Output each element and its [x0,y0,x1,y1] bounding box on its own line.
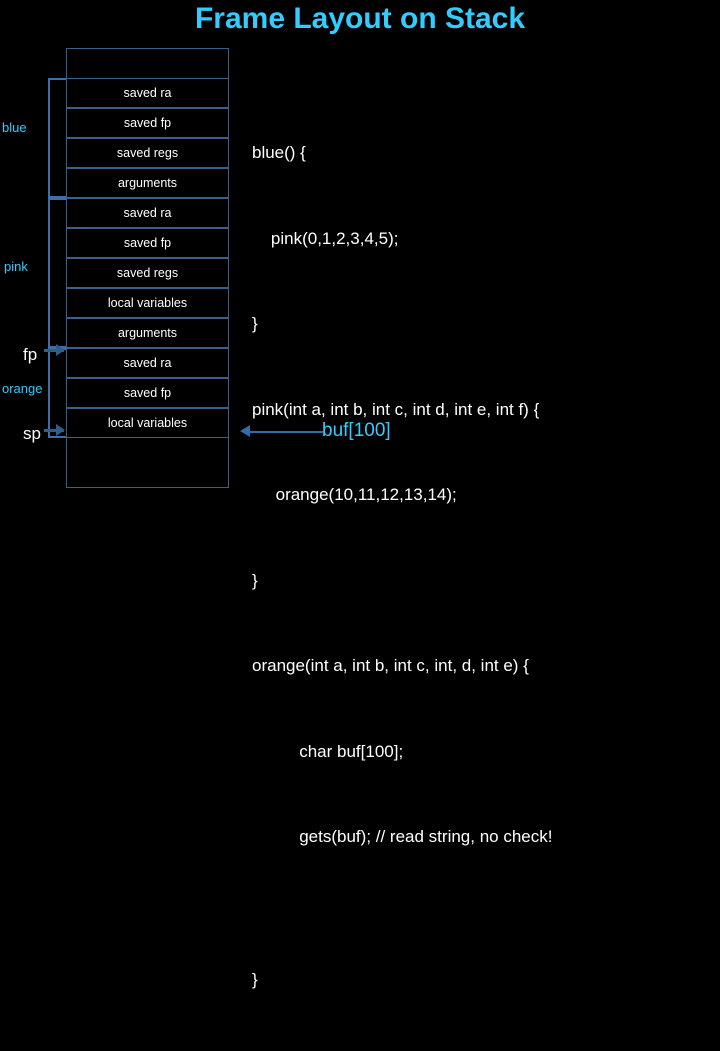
code-line-5: orange(10,11,12,13,14); [252,485,457,504]
stack-cell-arguments-blue: arguments [66,168,229,198]
stack-cell-saved-fp-blue: saved fp [66,108,229,138]
code-line-2: pink(0,1,2,3,4,5); [252,228,399,248]
buf-annotation-label: buf[100] [322,420,391,441]
code-line-8: char buf[100]; [252,741,404,761]
pointer-arrow-head-sp [56,424,65,436]
frame-label-blue: blue [2,120,27,135]
stack-cell-saved-regs-blue: saved regs [66,138,229,168]
code-line-7: orange(int a, int b, int c, int, d, int … [252,656,529,675]
frame-bracket-pink [48,198,66,348]
stack-cell-saved-ra-blue: saved ra [66,78,229,108]
buf-annotation-line [248,431,323,433]
page-title: Frame Layout on Stack [194,2,526,35]
stack-cell-local-variables-orange: local variables [66,408,229,438]
pointer-arrow-line-sp [44,429,64,432]
pointer-arrow-head-fp [56,344,65,356]
stack-cell-local-variables-pink: local variables [66,288,229,318]
frame-bracket-blue [48,78,66,198]
stack-column [66,48,229,488]
pointer-label-sp: sp [23,424,41,443]
buf-annotation-arrow-icon [240,425,250,437]
stack-cell-saved-ra-orange: saved ra [66,348,229,378]
stack-cell-saved-regs-pink: saved regs [66,258,229,288]
code-line-1: blue() { [252,143,306,162]
stack-cell-saved-ra-pink: saved ra [66,198,229,228]
code-listing: blue() { pink(0,1,2,3,4,5); } pink(int a… [252,82,718,1051]
code-line-6: } [252,570,258,590]
stack-cell-saved-fp-pink: saved fp [66,228,229,258]
code-line-4: pink(int a, int b, int c, int d, int e, … [252,399,540,419]
stack-cell-saved-fp-orange: saved fp [66,378,229,408]
pointer-arrow-line-fp [44,349,64,352]
code-line-11: } [252,969,258,989]
code-line-3: } [252,314,258,333]
pointer-label-fp: fp [23,345,38,364]
frame-label-pink: pink [4,259,28,274]
slide-root: Frame Layout on Stack saved ra saved fp … [2,2,552,989]
frame-label-orange: orange [2,381,43,396]
code-line-9: gets(buf); // read string, no check! [252,827,553,846]
stack-cell-arguments-pink: arguments [66,318,229,348]
